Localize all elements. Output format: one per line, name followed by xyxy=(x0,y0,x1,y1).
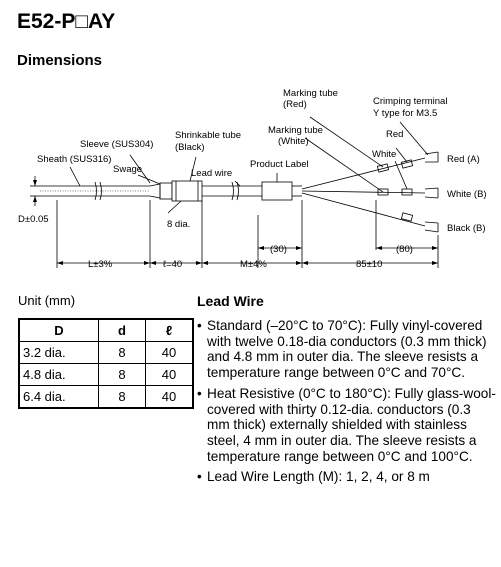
label-marking-tube-red: Marking tube xyxy=(283,88,338,99)
label-shrinkable-tube-color: (Black) xyxy=(175,142,205,153)
label-m-dimension: M±4% xyxy=(240,259,267,270)
dimension-table: D d ℓ 3.2 dia. 8 40 4.8 dia. 8 40 6.4 di… xyxy=(18,318,194,409)
table-row: 6.4 dia. 8 40 xyxy=(18,385,194,409)
column-header-ell: ℓ xyxy=(145,318,194,342)
list-item: Lead Wire Length (M): 1, 2, 4, or 8 m xyxy=(197,469,497,485)
column-header-d: D xyxy=(18,318,99,342)
label-marking-tube-white: Marking tube xyxy=(268,125,323,136)
label-product-label: Product Label xyxy=(250,159,309,170)
table-header-row: D d ℓ xyxy=(18,318,194,342)
table-cell: 8 xyxy=(98,363,146,386)
label-shrinkable-tube: Shrinkable tube xyxy=(175,130,241,141)
unit-label: Unit (mm) xyxy=(18,293,76,308)
label-white: White xyxy=(372,149,396,160)
dimension-drawing: Sheath (SUS316) Sleeve (SUS304) Swage Sh… xyxy=(18,88,487,270)
column-header-small-d: d xyxy=(98,318,146,342)
label-marking-tube-white-color: (White) xyxy=(278,136,309,147)
label-lead-wire: Lead wire xyxy=(191,168,232,179)
table-cell: 40 xyxy=(145,385,194,409)
label-crimping-terminal: Crimping terminal xyxy=(373,96,447,107)
table-cell: 3.2 dia. xyxy=(18,341,99,364)
label-sleeve: Sleeve (SUS304) xyxy=(80,139,153,150)
table-row: 3.2 dia. 8 40 xyxy=(18,341,194,364)
table-cell: 8 xyxy=(98,385,146,409)
page-title: E52-P□AY xyxy=(17,10,116,33)
label-marking-tube-red-color: (Red) xyxy=(283,99,307,110)
label-d-dimension: D±0.05 xyxy=(18,214,49,225)
label-sheath: Sheath (SUS316) xyxy=(37,154,111,165)
label-red: Red xyxy=(386,129,403,140)
label-ell-dimension: ℓ=40 xyxy=(163,259,182,270)
table-cell: 40 xyxy=(145,363,194,386)
table-cell: 4.8 dia. xyxy=(18,363,99,386)
label-black-b: Black (B) xyxy=(447,223,486,234)
list-item: Standard (–20°C to 70°C): Fully vinyl-co… xyxy=(197,318,497,381)
list-item: Heat Resistive (0°C to 180°C): Fully gla… xyxy=(197,386,497,465)
label-8-dia: 8 dia. xyxy=(167,219,190,230)
table-cell: 8 xyxy=(98,341,146,364)
label-85-dimension: 85±10 xyxy=(356,259,382,270)
label-swage: Swage xyxy=(113,164,142,175)
lead-wire-list: Standard (–20°C to 70°C): Fully vinyl-co… xyxy=(197,318,497,490)
label-80-dimension: (80) xyxy=(396,244,413,255)
lead-wire-heading: Lead Wire xyxy=(197,293,264,309)
label-crimping-terminal-type: Y type for M3.5 xyxy=(373,108,437,119)
label-l-dimension: L±3% xyxy=(88,259,113,270)
label-red-a: Red (A) xyxy=(447,154,480,165)
label-30-dimension: (30) xyxy=(270,244,287,255)
table-cell: 6.4 dia. xyxy=(18,385,99,409)
section-heading-dimensions: Dimensions xyxy=(17,52,103,69)
label-white-b: White (B) xyxy=(447,189,487,200)
table-row: 4.8 dia. 8 40 xyxy=(18,363,194,386)
table-cell: 40 xyxy=(145,341,194,364)
